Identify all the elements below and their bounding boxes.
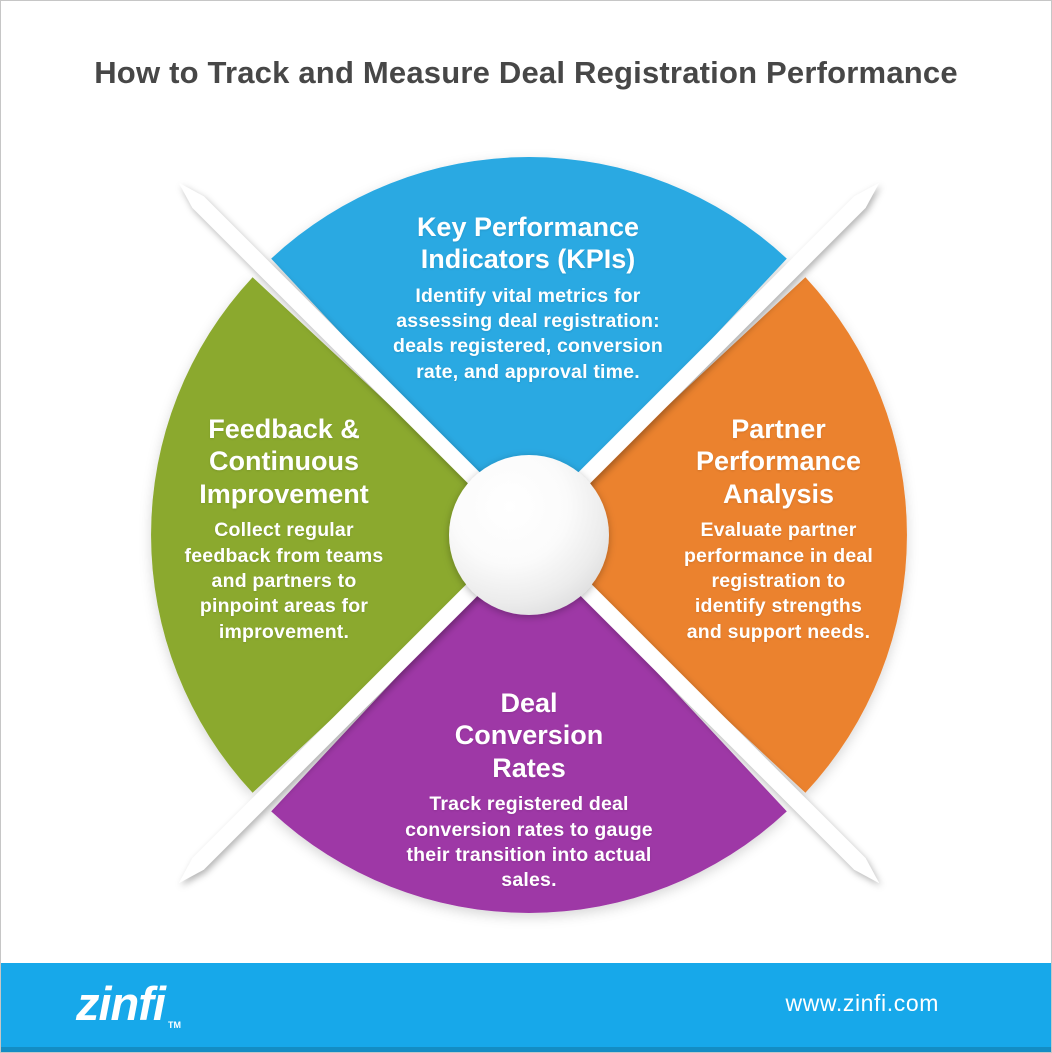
trademark-symbol: TM bbox=[167, 1019, 181, 1030]
wedge-feedback-continuous-improvement bbox=[151, 277, 530, 793]
center-circle bbox=[449, 455, 609, 615]
wedge-key-performance-indicators bbox=[271, 157, 787, 536]
zinfi-logo-text: zinfi bbox=[76, 976, 166, 1030]
wedge-deal-conversion-rates bbox=[271, 535, 787, 913]
zinfi-logo: zinfi TM bbox=[76, 976, 181, 1030]
footer-bar: zinfi TM www.zinfi.com bbox=[1, 963, 1051, 1052]
page-title: How to Track and Measure Deal Registrati… bbox=[94, 55, 958, 90]
wedge-partner-performance-analysis bbox=[529, 277, 907, 793]
website-url: www.zinfi.com bbox=[785, 989, 939, 1016]
